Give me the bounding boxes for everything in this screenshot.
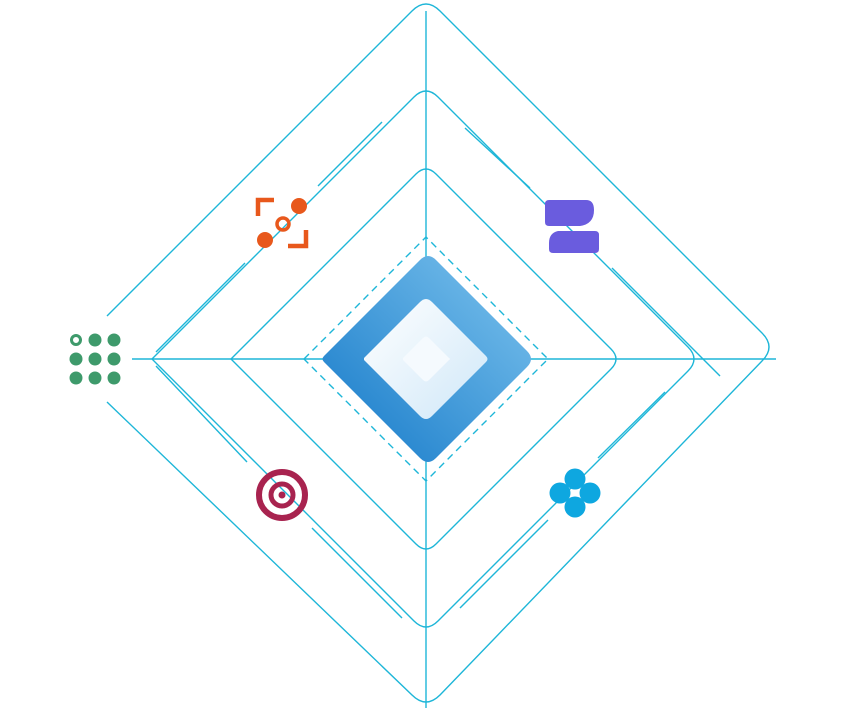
dot-grid-icon (69, 333, 121, 385)
connector-line (597, 391, 666, 459)
connector-line (611, 267, 721, 377)
outer-diamond (106, 3, 770, 703)
connector-line (317, 121, 383, 187)
connector-line (155, 262, 246, 353)
center-core-diamond (403, 336, 450, 382)
clover-icon (549, 468, 601, 518)
focus-people-icon (255, 197, 309, 249)
connector-line (155, 365, 248, 463)
connector-line (459, 519, 549, 609)
stacked-bars-icon (545, 200, 599, 253)
connector-line (464, 127, 531, 189)
target-icon (256, 469, 308, 521)
center-tile (322, 256, 531, 462)
connector-line (311, 527, 403, 619)
